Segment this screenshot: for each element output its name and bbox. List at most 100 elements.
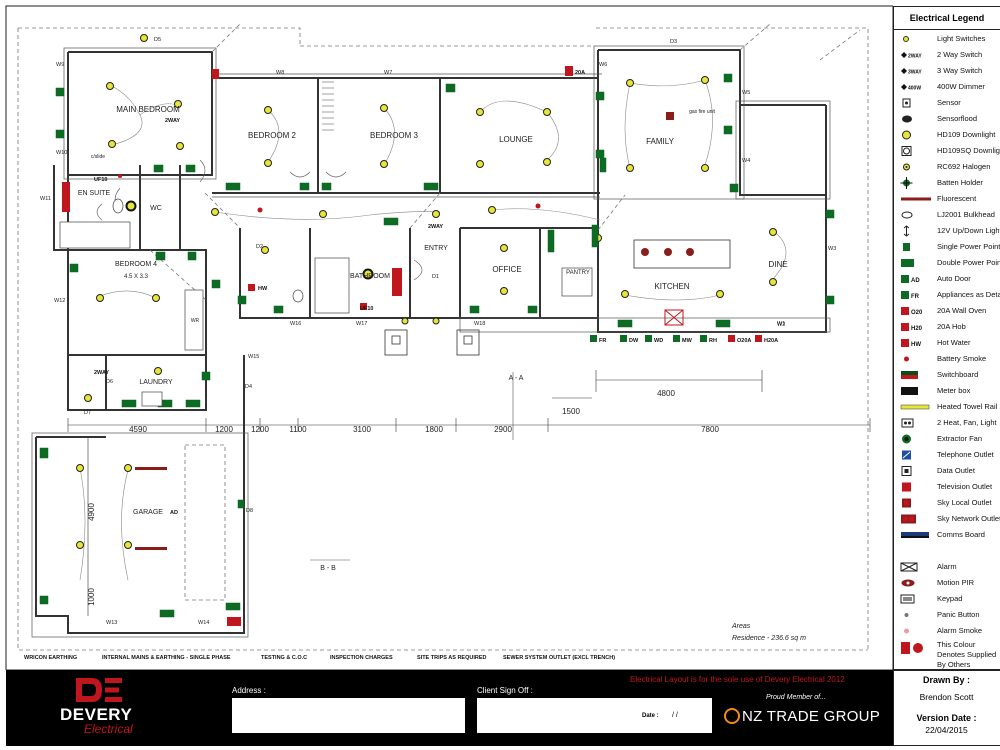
version-date-label: Version Date : [916,713,977,723]
proud-member-text: Proud Member of... [766,694,826,701]
legend-row-halogen: RC692 Halogen [894,160,1000,174]
door-d4: D4 [245,384,252,390]
legend-row-square-downlight: HD109SQ Downlight [894,144,1000,158]
nz-trade-group-logo: NZ TRADE GROUP [742,708,881,725]
charge-internal-mains: INTERNAL MAINS & EARTHING - SINGLE PHASE [102,655,231,661]
svg-text:O20: O20 [911,310,923,316]
device-2way-entry: 2WAY [428,224,443,230]
legend-row-towel-rail: Heated Towel Rail [894,400,1000,414]
room-label-wr: WR [191,318,200,324]
legend-row-telephone: Telephone Outlet [894,448,1000,462]
device-mw: MW [682,338,693,344]
room-label-family: FAMILY [646,137,675,146]
window-w4: W4 [742,158,750,164]
section-a-a: A - A [509,375,524,382]
legend-label: Data Outlet [937,466,975,475]
hob-icon: H20 [900,321,923,333]
legend-label: Telephone Outlet [937,450,994,459]
window-w17: W17 [356,321,367,327]
legend-label: Motion PIR [937,578,975,587]
brand-sub: Electrical [84,722,133,736]
legend-label: Switchboard [937,370,979,379]
legend-label: 2 Heat, Fan, Light [937,418,997,427]
legend-row-double-power: Double Power Point [894,256,1000,270]
dim-7800: 7800 [701,425,719,434]
room-label-bedroom-4: BEDROOM 4 [115,261,157,268]
room-label-bedroom-2: BEDROOM 2 [248,131,297,140]
date-field[interactable]: / / [672,712,678,719]
power-points [39,73,835,618]
legend-row-meter-box: Meter box [894,384,1000,398]
legend-label: 20A Hob [937,322,966,331]
window-w10: W10 [56,150,67,156]
charge-wricon-earthing: WRICON EARTHING [24,655,78,661]
door-d1: D1 [432,274,439,280]
room-label-bedroom-3: BEDROOM 3 [370,131,419,140]
legend-row-hob: H20 20A Hob [894,320,1000,334]
room-label-main-bedroom: MAIN BEDROOM [116,105,180,114]
label-gas-fire: gas fire unit [689,109,715,115]
window-w12: W12 [54,298,65,304]
label-residence: Residence - 236.6 sq m [732,635,806,642]
device-auto-door: AD [170,510,178,516]
room-label-kitchen: KITCHEN [654,282,689,291]
legend-row-heat-fan-light: 2 Heat, Fan, Light [894,416,1000,430]
three-way-switch-icon: 3WAY [900,65,922,77]
legend-label: Television Outlet [937,482,993,491]
legend-row-comms-board: Comms Board [894,528,1000,542]
legend-label: Batten Holder [937,178,983,187]
legend-label: 2 Way Switch [937,50,983,59]
legend-row-switchboard: Switchboard [894,368,1000,382]
legend-label: HD109 Downlight [937,130,996,139]
devery-logo-mark [76,678,122,702]
legend-label: Auto Door [937,274,971,283]
client-sign-off-label: Client Sign Off : [477,686,533,695]
room-label-lounge: LOUNGE [499,135,533,144]
legend-label: Sky Network Outlet [937,514,1000,523]
legend-title: Electrical Legend [894,7,1000,30]
legend-label: 20A Wall Oven [937,306,987,315]
legend-label: Sensor [937,98,961,107]
client-sign-off-field[interactable] [477,698,712,733]
sky-network-icon [900,513,922,525]
floor-plan: MAIN BEDROOM BEDROOM 2 BEDROOM 3 LOUNGE … [5,5,893,670]
device-hw: HW [258,286,268,292]
legend-row-sensor: Sensor [894,96,1000,110]
legend-label: Alarm [937,562,957,571]
svg-text:AD: AD [911,278,920,284]
legend-row-keypad: Keypad [894,592,1000,606]
alarm-icon [900,561,922,573]
alarm-smoke-icon [900,625,922,637]
hot-water-icon: HW [900,337,922,349]
legend-label: This Colour Denotes Supplied By Others [937,640,997,669]
tv-outlet-icon [900,481,922,493]
square-downlight-icon [900,145,922,157]
legend-label: Sensorflood [937,114,978,123]
legend-row-sky-local: Sky Local Outlet [894,496,1000,510]
legend-row-light-switch: Light Switches [894,32,1000,46]
legend-row-extractor-fan: Extractor Fan [894,432,1000,446]
dim-1500: 1500 [562,407,580,416]
keypad-icon [900,593,922,605]
legend-row-wall-oven: O20 20A Wall Oven [894,304,1000,318]
halogen-icon [900,161,922,173]
panic-button-icon [900,609,922,621]
fluorescent-icon [900,193,931,205]
meter-box-icon [900,385,922,397]
battery-smoke-icon [900,353,922,365]
room-label-wc: WC [150,205,162,212]
legend-label: Comms Board [937,530,985,539]
window-w16: W16 [290,321,301,327]
legend-label: Keypad [937,594,963,603]
window-w2: W2 [777,322,785,328]
legend-label: Light Switches [937,34,986,43]
legend-label: Appliances as Detailed [937,290,1000,299]
address-field[interactable] [232,698,465,733]
device-20a: 20A [575,70,585,76]
svg-text:2WAY: 2WAY [908,54,922,60]
dim-4900: 4900 [87,503,96,521]
door-d6: D6 [106,379,113,385]
device-wd: WD [654,338,663,344]
legend-label: 12V Up/Down Light [937,226,1000,235]
